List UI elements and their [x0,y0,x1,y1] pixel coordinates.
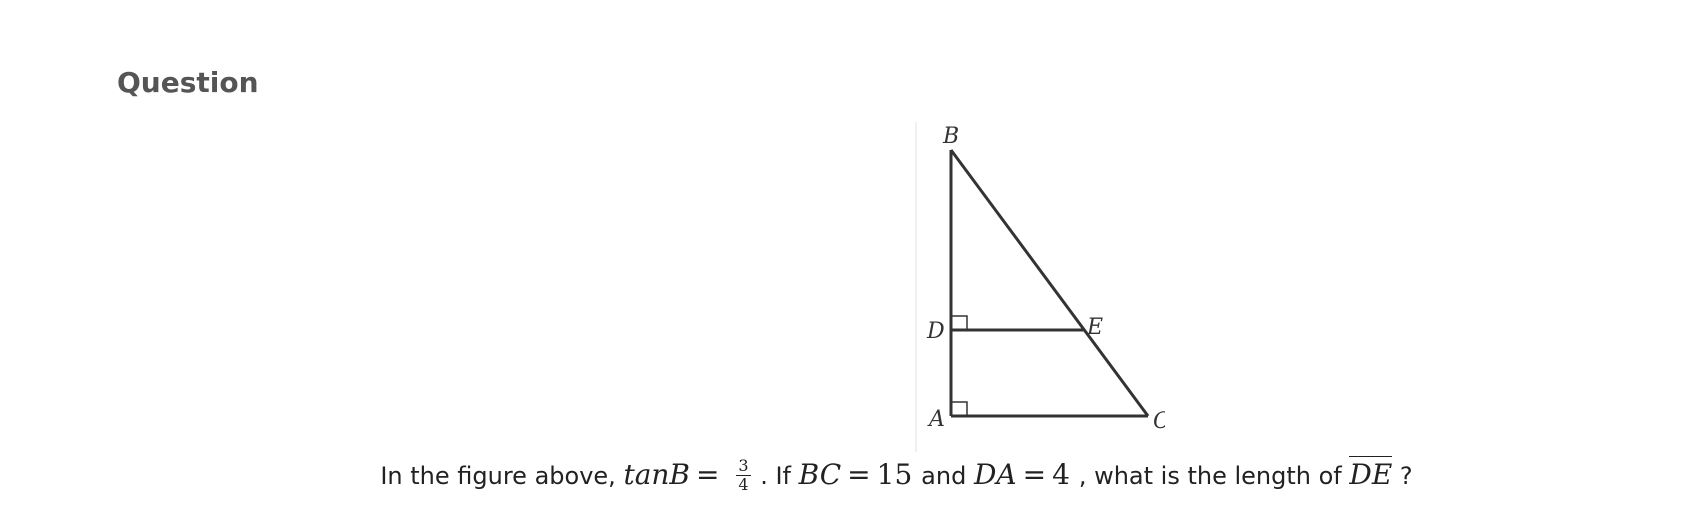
right-angle-d [951,315,968,330]
de-segment: DE [1349,456,1393,491]
fraction-denominator: 4 [738,474,749,494]
question-heading: Question [117,66,259,99]
da-value: 4 [1052,458,1070,491]
bc-equation: BC=15 [799,458,922,491]
prompt-line: In the figure above, tanB= 3 4 . If BC=1… [380,455,1413,495]
label-c: C [1153,409,1165,434]
side-bc [949,149,1150,417]
prompt-intro: In the figure above, [380,462,624,490]
da-equals: = [1022,458,1047,491]
tan-b: tanB [623,458,690,491]
prompt-question: , what is the length of [1078,462,1350,490]
right-angle-a [951,401,968,416]
prompt-if: . If [760,462,799,490]
tan-expression: tanB= [623,458,734,491]
label-a: A [927,407,945,432]
label-b: B [942,124,959,149]
triangle-diagram: B D E A C [915,122,1165,452]
da-equation: DA=4 [974,458,1079,491]
fraction-three-fourths: 3 4 [736,455,751,494]
da-label: DA [973,458,1017,491]
bc-value: 15 [876,458,913,491]
bc-equals: = [847,458,871,491]
fraction-numerator: 3 [736,455,751,476]
bc-label: BC [798,458,842,491]
label-d: D [926,319,945,344]
equals-sign: = [696,458,720,491]
de-label: DE [1349,456,1393,491]
triangle-figure: B D E A C [915,122,1165,462]
label-e: E [1086,315,1103,340]
question-prompt: In the figure above, tanB= 3 4 . If BC=1… [0,455,1708,495]
prompt-end: ? [1392,462,1413,490]
figure-edge [915,122,917,452]
prompt-and: and [921,462,974,490]
